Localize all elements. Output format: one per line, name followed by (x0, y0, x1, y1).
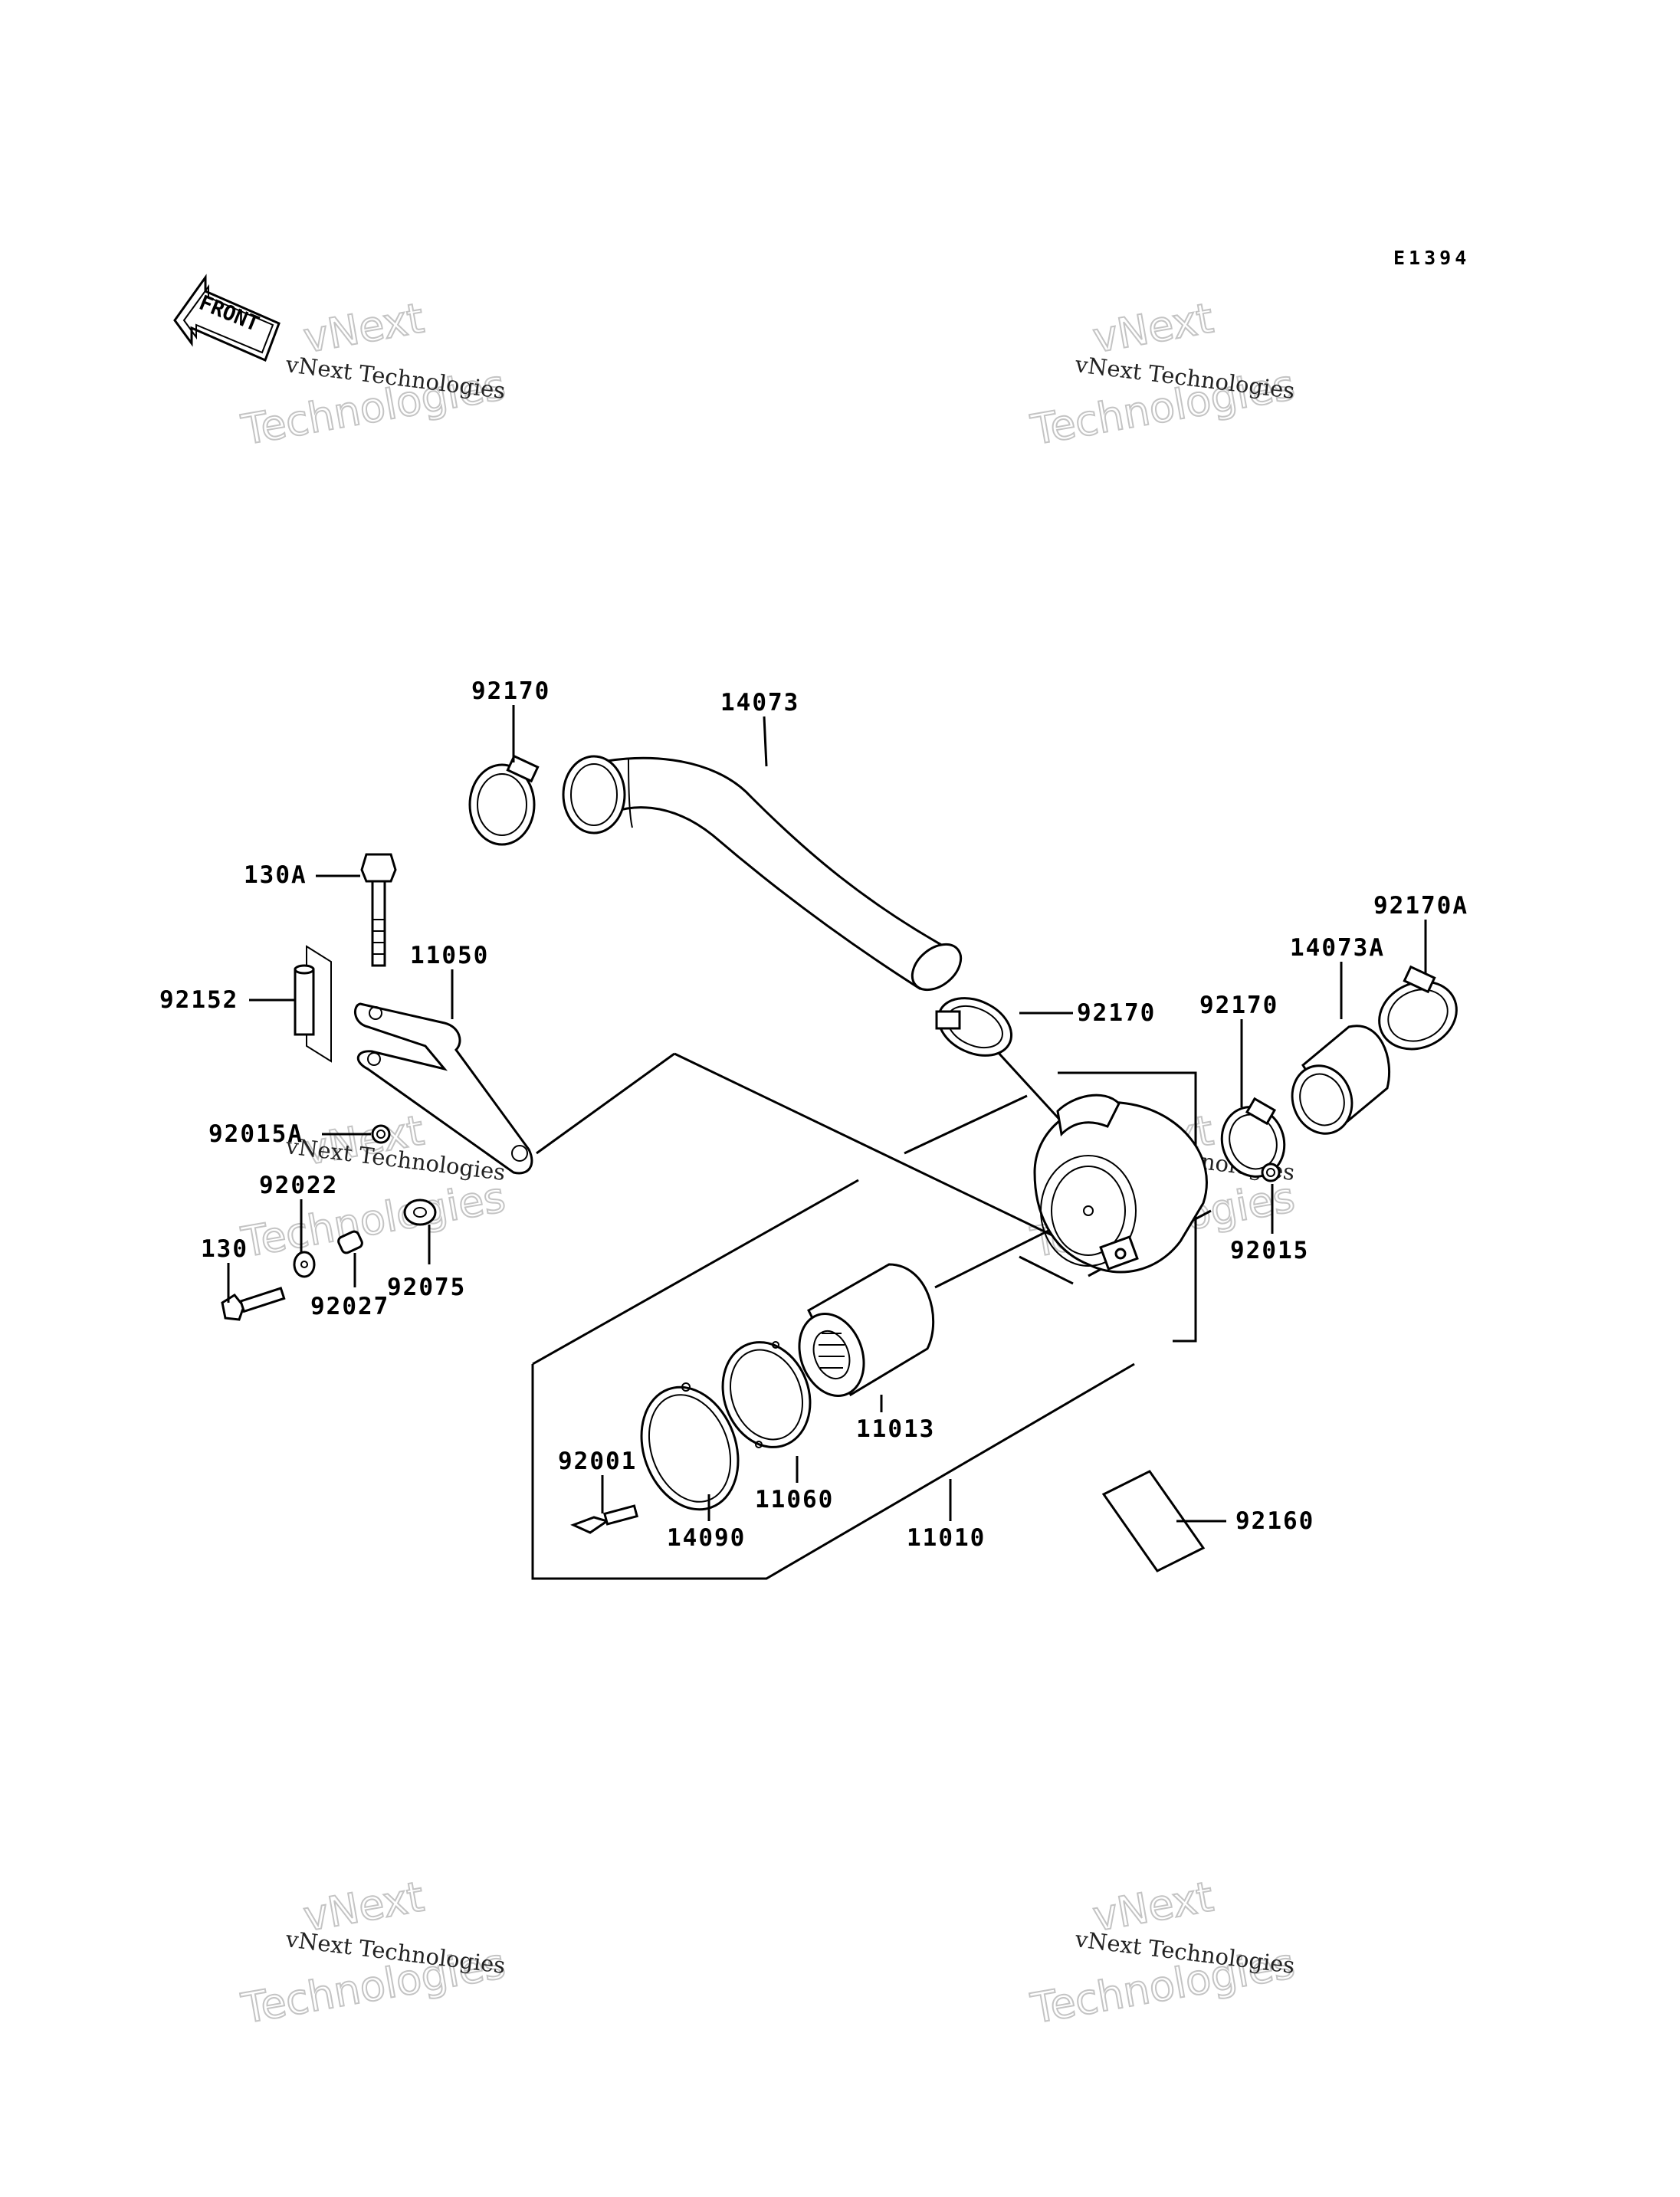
callout-14073: 14073 (720, 689, 799, 716)
callout-labels: 92170 14073 130A 11050 92152 92015A 9202… (159, 677, 1468, 1552)
leader-lines (536, 1041, 1075, 1289)
callout-11013: 11013 (856, 1415, 935, 1443)
front-arrow-icon: FRONT (173, 274, 281, 362)
watermark-top-right: vNext Technologies vNext Technologies (1026, 293, 1299, 455)
callout-14073A: 14073A (1290, 934, 1385, 962)
callout-92170-right: 92170 (1199, 992, 1278, 1019)
callout-92075: 92075 (387, 1274, 466, 1301)
watermark-bottom-left: vNext Technologies vNext Technologies (237, 1871, 510, 2034)
callout-92015: 92015 (1230, 1237, 1309, 1264)
svg-text:vNext: vNext (1089, 293, 1216, 362)
nut-92015 (1261, 1162, 1281, 1182)
callout-92160: 92160 (1235, 1507, 1314, 1535)
washer-92022 (293, 1251, 316, 1278)
callout-11010: 11010 (907, 1524, 986, 1552)
wing-screw-92001 (570, 1504, 638, 1534)
watermark-top-left: vNext Technologies vNext Technologies (237, 293, 510, 455)
collar-92152 (294, 964, 315, 1036)
hose-clamp-92170A (1378, 965, 1458, 1051)
hose-clamp-92170-mid (935, 997, 1013, 1057)
collar-92027 (337, 1230, 363, 1254)
callout-92152: 92152 (159, 986, 238, 1014)
callout-92170A: 92170A (1373, 892, 1468, 920)
drawing-id: E1394 (1393, 247, 1470, 269)
callout-92170-top: 92170 (471, 677, 550, 705)
callout-130: 130 (201, 1235, 248, 1263)
callout-92170-mid: 92170 (1077, 999, 1156, 1027)
intake-duct-14073A (1291, 1025, 1391, 1135)
filter-element-11013 (798, 1263, 935, 1397)
callout-130A: 130A (244, 861, 307, 889)
callout-92015A: 92015A (208, 1120, 304, 1148)
gasket-11060 (721, 1341, 812, 1448)
callout-14090: 14090 (667, 1524, 746, 1552)
nut-92015A (371, 1124, 391, 1144)
air-cleaner-housing (1033, 1094, 1208, 1274)
bolt-130A (360, 853, 397, 967)
hose-clamp-92170-top (468, 754, 540, 846)
bolt-130 (221, 1287, 286, 1321)
callout-leaders (227, 705, 1427, 1523)
grommet-92075 (403, 1199, 437, 1226)
callout-92022: 92022 (259, 1172, 338, 1199)
pad-92160 (1101, 1470, 1206, 1572)
callout-11050: 11050 (410, 942, 489, 969)
intake-tube-14073 (562, 755, 963, 992)
watermark-bottom-right: vNext Technologies vNext Technologies (1026, 1871, 1299, 2034)
callout-11060: 11060 (755, 1486, 834, 1513)
svg-text:vNext: vNext (300, 293, 427, 362)
callout-92027: 92027 (310, 1293, 389, 1320)
callout-92001: 92001 (558, 1448, 637, 1475)
